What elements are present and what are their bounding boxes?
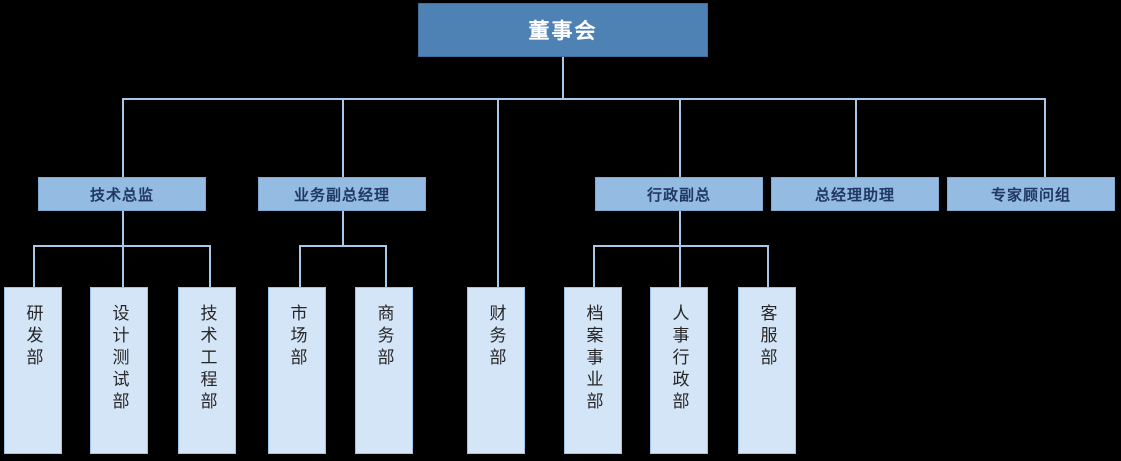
node-board-of-directors[interactable]: 董事会 <box>418 3 708 57</box>
node-customer-service-dept[interactable]: 客服部 <box>738 287 796 454</box>
connector-business-vp-bus <box>299 245 387 247</box>
connector-drop-gm-assistant <box>855 98 857 177</box>
connector-drop-hr-admin-dept <box>679 245 681 287</box>
node-marketing-dept[interactable]: 市场部 <box>268 287 326 454</box>
node-marketing-dept-label: 市场部 <box>287 304 307 370</box>
node-admin-vp[interactable]: 行政副总 <box>595 177 763 211</box>
connector-drop-finance-dept <box>497 98 499 287</box>
connector-drop-tech-eng-dept <box>209 245 211 287</box>
connector-business-vp-stem <box>342 211 344 247</box>
node-archive-biz-dept[interactable]: 档案事业部 <box>564 287 622 454</box>
node-rd-dept[interactable]: 研发部 <box>4 287 62 454</box>
node-business-vp[interactable]: 业务副总经理 <box>258 177 426 211</box>
node-expert-advisory[interactable]: 专家顾问组 <box>947 177 1115 211</box>
connector-drop-archive-biz-dept <box>593 245 595 287</box>
connector-root-stem <box>562 57 564 100</box>
node-design-test-dept[interactable]: 设计测试部 <box>90 287 148 454</box>
node-customer-service-dept-label: 客服部 <box>757 304 777 370</box>
node-tech-director[interactable]: 技术总监 <box>38 177 206 211</box>
node-tech-eng-dept-label: 技术工程部 <box>197 304 217 414</box>
node-design-test-dept-label: 设计测试部 <box>109 304 129 414</box>
node-archive-biz-dept-label: 档案事业部 <box>583 304 603 414</box>
node-hr-admin-dept-label: 人事行政部 <box>669 304 689 414</box>
connector-drop-commerce-dept <box>385 245 387 287</box>
node-finance-dept[interactable]: 财务部 <box>467 287 525 454</box>
connector-level2-bus <box>122 98 1045 100</box>
node-rd-dept-label: 研发部 <box>23 304 43 370</box>
connector-drop-design-test-dept <box>122 245 124 287</box>
connector-drop-tech-director <box>122 98 124 177</box>
connector-drop-customer-service-dept <box>767 245 769 287</box>
node-tech-eng-dept[interactable]: 技术工程部 <box>178 287 236 454</box>
node-finance-dept-label: 财务部 <box>486 304 506 370</box>
connector-drop-expert-advisory <box>1044 98 1046 177</box>
connector-drop-admin-vp <box>679 98 681 177</box>
connector-drop-rd-dept <box>33 245 35 287</box>
node-gm-assistant[interactable]: 总经理助理 <box>771 177 939 211</box>
node-commerce-dept[interactable]: 商务部 <box>355 287 413 454</box>
connector-drop-marketing-dept <box>299 245 301 287</box>
connector-drop-business-vp <box>342 98 344 177</box>
node-commerce-dept-label: 商务部 <box>374 304 394 370</box>
connector-admin-vp-stem <box>679 211 681 247</box>
node-hr-admin-dept[interactable]: 人事行政部 <box>650 287 708 454</box>
connector-tech-director-stem <box>122 211 124 247</box>
connector-admin-vp-bus <box>593 245 769 247</box>
